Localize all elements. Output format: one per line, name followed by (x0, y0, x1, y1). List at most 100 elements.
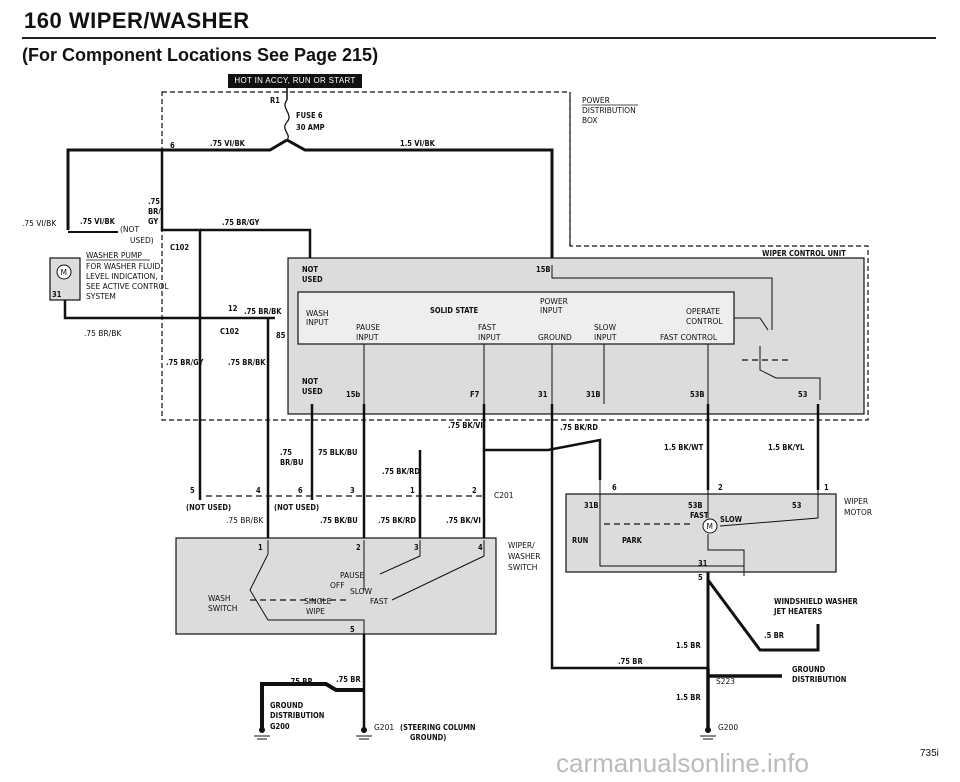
sw-s3: 3 (414, 543, 419, 552)
heaters-line1: WINDSHIELD WASHER (774, 597, 859, 606)
wiper-motor-symbol (702, 518, 718, 534)
power-input-1: POWER (540, 297, 568, 306)
page-subtitle: (For Component Locations See Page 215) (22, 45, 379, 65)
sw-pin6: 6 (298, 486, 303, 495)
washer-pump-line4: SYSTEM (86, 292, 116, 301)
motor-p53b: 53B (688, 501, 703, 510)
fuse-amp-label: 30 AMP (296, 123, 325, 132)
wire-bkrd2: .75 BK/RD (382, 467, 420, 476)
not-used-a: (NOT USED) (186, 503, 231, 512)
not-used-b: (NOT USED) (274, 503, 319, 512)
slow-input-2: INPUT (594, 333, 617, 342)
fast-input-1: FAST (478, 323, 497, 332)
slow-input-1: SLOW (594, 323, 617, 332)
sw-s4: 4 (478, 543, 483, 552)
wire-bkyl: 1.5 BK/YL (768, 443, 805, 452)
wiper-motor-label-2: MOTOR (844, 508, 872, 517)
hot-banner: HOT IN ACCY, RUN OR START (228, 74, 362, 88)
sw-slow: SLOW (350, 587, 373, 596)
wash-input-1: WASH (306, 309, 329, 318)
pause-input-1: PAUSE (356, 323, 380, 332)
washer-pump-motor-label: M (61, 268, 67, 277)
not-used-2: USED) (130, 236, 154, 245)
wiper-switch-label-3: SWITCH (508, 563, 537, 572)
ground-left-symbol (254, 735, 270, 740)
wire-br-15b: 1.5 BR (676, 693, 701, 702)
g200-right: G200 (718, 723, 738, 732)
fast-control: FAST CONTROL (660, 333, 718, 342)
cu-not-used-b: NOT (302, 377, 318, 386)
fuse-label: FUSE 6 (296, 111, 323, 120)
switch-internal (249, 540, 485, 634)
motor-slow: SLOW (720, 515, 743, 524)
solid-state-label: SOLID STATE (430, 306, 478, 315)
s223: S223 (716, 677, 735, 686)
sw-off: OFF (330, 581, 345, 590)
wash-input-2: INPUT (306, 318, 329, 327)
sw-pin2: 2 (472, 486, 477, 495)
gd-right-2: DISTRIBUTION (792, 675, 847, 684)
g201-desc-2: GROUND) (410, 733, 446, 742)
ground-g201-node (361, 727, 367, 733)
ground-right-symbol (700, 735, 716, 740)
wire-bkvi (482, 404, 602, 480)
sw-pin5: 5 (190, 486, 195, 495)
pin-85: 85 (276, 331, 286, 340)
control-unit-title: WIPER CONTROL UNIT (762, 249, 846, 258)
power-box-label-3: BOX (582, 116, 598, 125)
pin-12: 12 (228, 304, 238, 313)
power-box-label-1: POWER (582, 96, 610, 105)
motor-p2: 2 (718, 483, 723, 492)
cu-used-b: USED (302, 387, 323, 396)
wire-bkvi-sw: .75 BK/VI (446, 516, 481, 525)
cu-pin31b: 31B (586, 390, 601, 399)
wire-brgy-left: .75 BR/GY (166, 358, 203, 367)
motor-internal (599, 480, 819, 576)
wire-brbu: BR/BU (280, 458, 303, 467)
wire-br-bot: .75 BR (618, 657, 643, 666)
wire-brgy-2: BR/ (148, 207, 161, 216)
cu-used: USED (302, 275, 323, 284)
motor-p31: 31 (698, 559, 708, 568)
solid-state-box (297, 291, 735, 345)
wire-br-g1: .75 BR (288, 677, 313, 686)
cu-power-wire (551, 265, 773, 330)
wire-bkvi-label: .75 BK/VI (448, 421, 483, 430)
cu-not-used: NOT (302, 265, 318, 274)
cu-pin53b: 53B (690, 390, 705, 399)
washer-pump-title: WASHER PUMP (86, 251, 142, 260)
motor-p6: 6 (612, 483, 617, 492)
motor-p53: 53 (792, 501, 802, 510)
sw-s2: 2 (356, 543, 361, 552)
fast-input-2: INPUT (478, 333, 501, 342)
title-rule (22, 37, 936, 39)
wire-vibk-left2: .75 VI/BK (80, 217, 116, 226)
sw-pause: PAUSE (340, 571, 364, 580)
wire-br-left: .75 BR/BK (84, 329, 122, 338)
sw-pin3: 3 (350, 486, 355, 495)
page-title: 160 WIPER/WASHER (24, 8, 250, 33)
sw-single: SINGLE (304, 597, 332, 606)
operate-control-1: OPERATE (686, 307, 720, 316)
wire-bkrd-label: .75 BK/RD (560, 423, 598, 432)
washer-pump-line1: FOR WASHER FLUID (86, 262, 161, 271)
wiper-switch-label-1: WIPER/ (508, 541, 535, 550)
wire-br-g2: .75 BR (336, 675, 361, 684)
motor-run: RUN (572, 536, 589, 545)
wiper-motor-box (565, 493, 837, 573)
r1-label: R1 (270, 96, 280, 105)
connector-c201: C201 (494, 491, 514, 500)
wiper-motor-label-1: WIPER (844, 497, 868, 506)
wire-bkbu-sw: .75 BK/BU (320, 516, 358, 525)
motor-fast: FAST (690, 511, 709, 520)
gd-right-1: GROUND (792, 665, 826, 674)
wire-brgy-top (200, 228, 312, 265)
washer-pump-pin31: 31 (52, 290, 62, 299)
motor-p1: 1 (824, 483, 829, 492)
heater-wire (706, 572, 820, 668)
wire-br-05: .5 BR (764, 631, 785, 640)
wire-vibk-left: .75 VI/BK (22, 219, 57, 228)
cu-pin15b2: 15b (346, 390, 360, 399)
wire-brbk-12: .75 BR/BK (244, 307, 282, 316)
ground-right-node (705, 727, 711, 733)
